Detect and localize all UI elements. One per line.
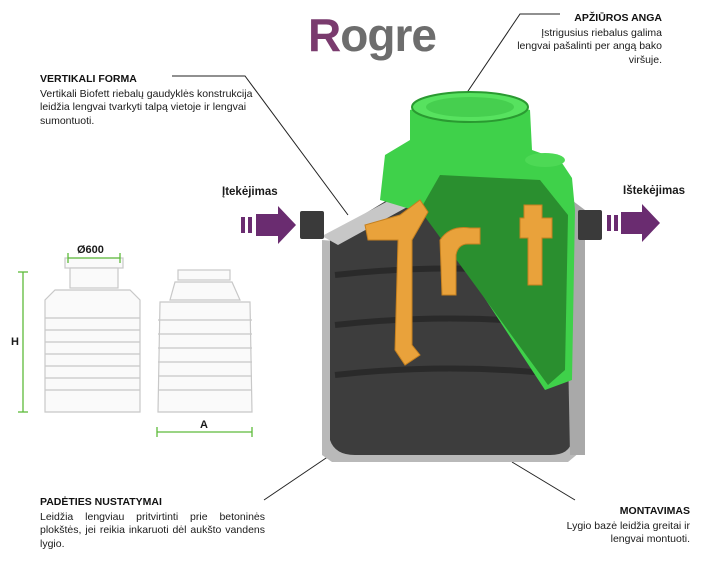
leader-bottom-right xyxy=(511,461,576,501)
callout-installation-text: Lygio bazė leidžia greitai ir lengvai mo… xyxy=(566,519,690,546)
callout-vertical-shape-title: VERTIKALI FORMA xyxy=(40,73,137,85)
width-label: A xyxy=(200,419,208,431)
callout-installation-title: MONTAVIMAS xyxy=(619,505,690,517)
logo-text-rest: gre xyxy=(367,9,437,61)
leader-top-left xyxy=(172,75,349,216)
callout-positioning-text: Leidžia lengviau pritvirtinti prie beton… xyxy=(40,510,265,550)
outflow-label: Ištekėjimas xyxy=(623,185,686,197)
small-tank-front xyxy=(44,257,141,413)
leader-lines xyxy=(172,13,576,501)
callout-inspection-hatch-title: APŽIŪROS ANGA xyxy=(574,12,662,24)
dimension-lines xyxy=(18,253,253,437)
orange-pipes xyxy=(364,199,553,366)
callout-installation: MONTAVIMAS Lygio bazė leidžia greitai ir… xyxy=(540,505,690,547)
inflow-label: Įtekėjimas xyxy=(222,186,278,198)
leader-bottom-left xyxy=(263,453,333,501)
logo-letter-r: R xyxy=(308,9,341,61)
inlet-pipe xyxy=(300,211,324,239)
logo-letter-o: o xyxy=(340,9,368,61)
leader-top-right xyxy=(461,13,560,101)
callout-positioning: PADĖTIES NUSTATYMAI Leidžia lengviau pri… xyxy=(40,496,265,551)
callout-vertical-shape: VERTIKALI FORMA Vertikali Biofett riebal… xyxy=(40,73,255,128)
callout-inspection-hatch-text: Įstrigusius riebalus galima lengvai paša… xyxy=(517,26,662,66)
callout-inspection-hatch: APŽIŪROS ANGA Įstrigusius riebalus galim… xyxy=(512,12,662,67)
callout-positioning-title: PADĖTIES NUSTATYMAI xyxy=(40,496,162,508)
height-label: H xyxy=(11,336,19,348)
outflow-arrow xyxy=(607,204,660,242)
callout-vertical-shape-text: Vertikali Biofett riebalų gaudyklės kons… xyxy=(40,87,253,127)
inflow-arrow xyxy=(241,206,296,244)
diameter-label: Ø600 xyxy=(77,244,104,256)
rogre-logo: Rogre xyxy=(308,9,437,61)
small-tank-side xyxy=(157,269,253,413)
outlet-pipe xyxy=(578,210,602,240)
